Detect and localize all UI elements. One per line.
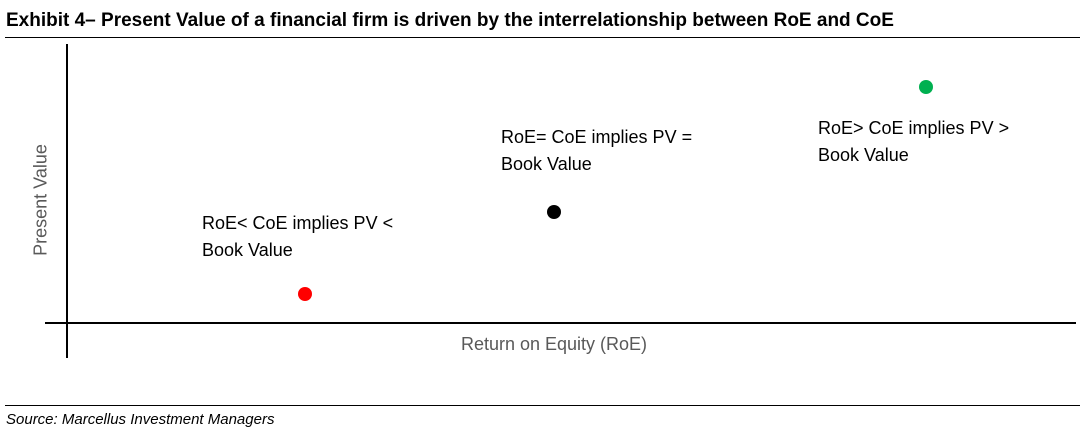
annotation-line: RoE> CoE implies PV >: [818, 118, 1010, 138]
black-dot-marker: [547, 205, 561, 219]
annotation-line: Book Value: [818, 145, 909, 165]
annotation-line: RoE< CoE implies PV <: [202, 213, 394, 233]
x-axis-label: Return on Equity (RoE): [460, 334, 648, 354]
annotation-line: Book Value: [202, 240, 293, 260]
green-dot-marker: [919, 80, 933, 94]
annotation-roe-equals-coe: RoE= CoE implies PV = Book Value: [501, 124, 692, 178]
y-axis-label: Present Value: [30, 144, 51, 256]
source-note: Source: Marcellus Investment Managers: [6, 411, 275, 428]
red-dot-marker: [298, 287, 312, 301]
annotation-line: Book Value: [501, 154, 592, 174]
source-divider: [5, 405, 1080, 406]
y-axis-line: [66, 44, 68, 358]
annotation-roe-below-coe: RoE< CoE implies PV < Book Value: [202, 210, 393, 264]
x-axis-line: [45, 322, 1076, 324]
annotation-line: RoE= CoE implies PV =: [501, 127, 693, 147]
exhibit-title: Exhibit 4– Present Value of a financial …: [6, 10, 894, 31]
title-divider: [5, 37, 1080, 38]
annotation-roe-above-coe: RoE> CoE implies PV > Book Value: [818, 115, 1009, 169]
